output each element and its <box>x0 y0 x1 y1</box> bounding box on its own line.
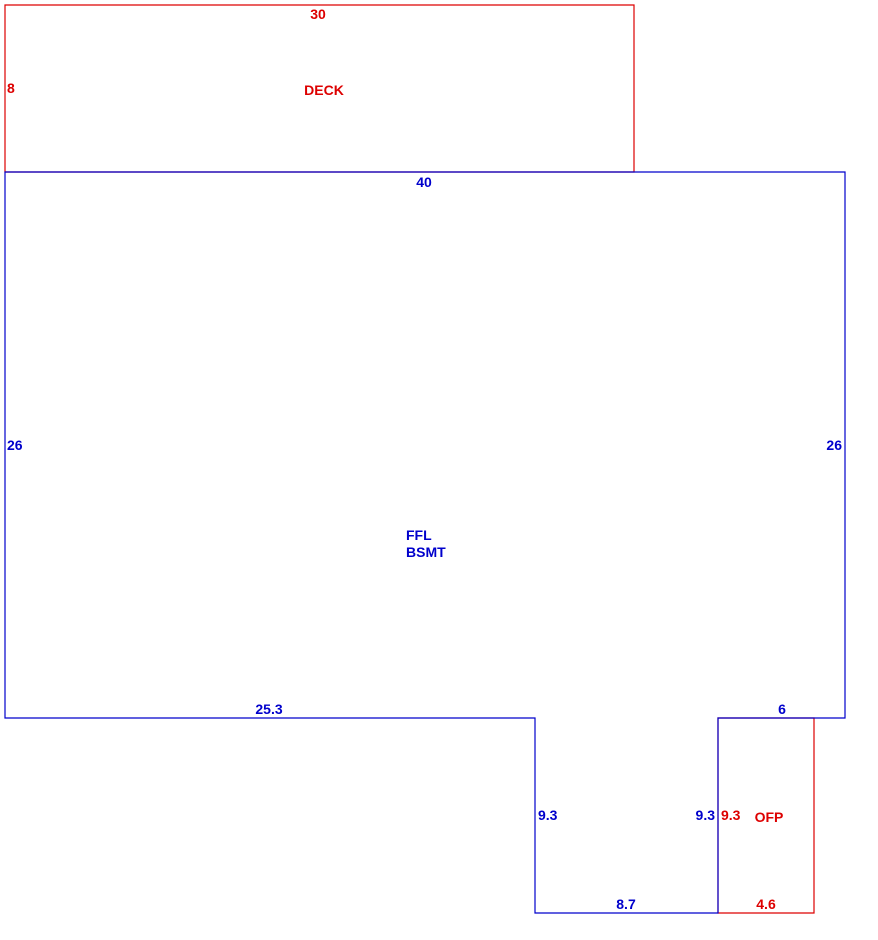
deck-dim-left: 8 <box>7 80 15 96</box>
main-dim-top: 40 <box>416 174 432 190</box>
deck-name-label: DECK <box>304 82 344 98</box>
main-dim-left: 26 <box>7 437 23 453</box>
main-name-line2: BSMT <box>406 544 446 560</box>
deck-dim-top: 30 <box>310 6 326 22</box>
main-dim-notch-left: 9.3 <box>538 807 558 823</box>
main-dim-notch-right: 9.3 <box>696 807 716 823</box>
main-dim-bottom-left: 25.3 <box>255 701 282 717</box>
main-dim-bottom-right: 6 <box>778 701 786 717</box>
ofp-dim-bottom: 4.6 <box>756 896 776 912</box>
main-name-line1: FFL <box>406 527 432 543</box>
main-dim-right: 26 <box>826 437 842 453</box>
main-building-outline <box>4 171 846 914</box>
ofp-name-label: OFP <box>755 809 784 825</box>
main-dim-notch-bottom: 8.7 <box>616 896 636 912</box>
ofp-dim-left: 9.3 <box>721 807 741 823</box>
